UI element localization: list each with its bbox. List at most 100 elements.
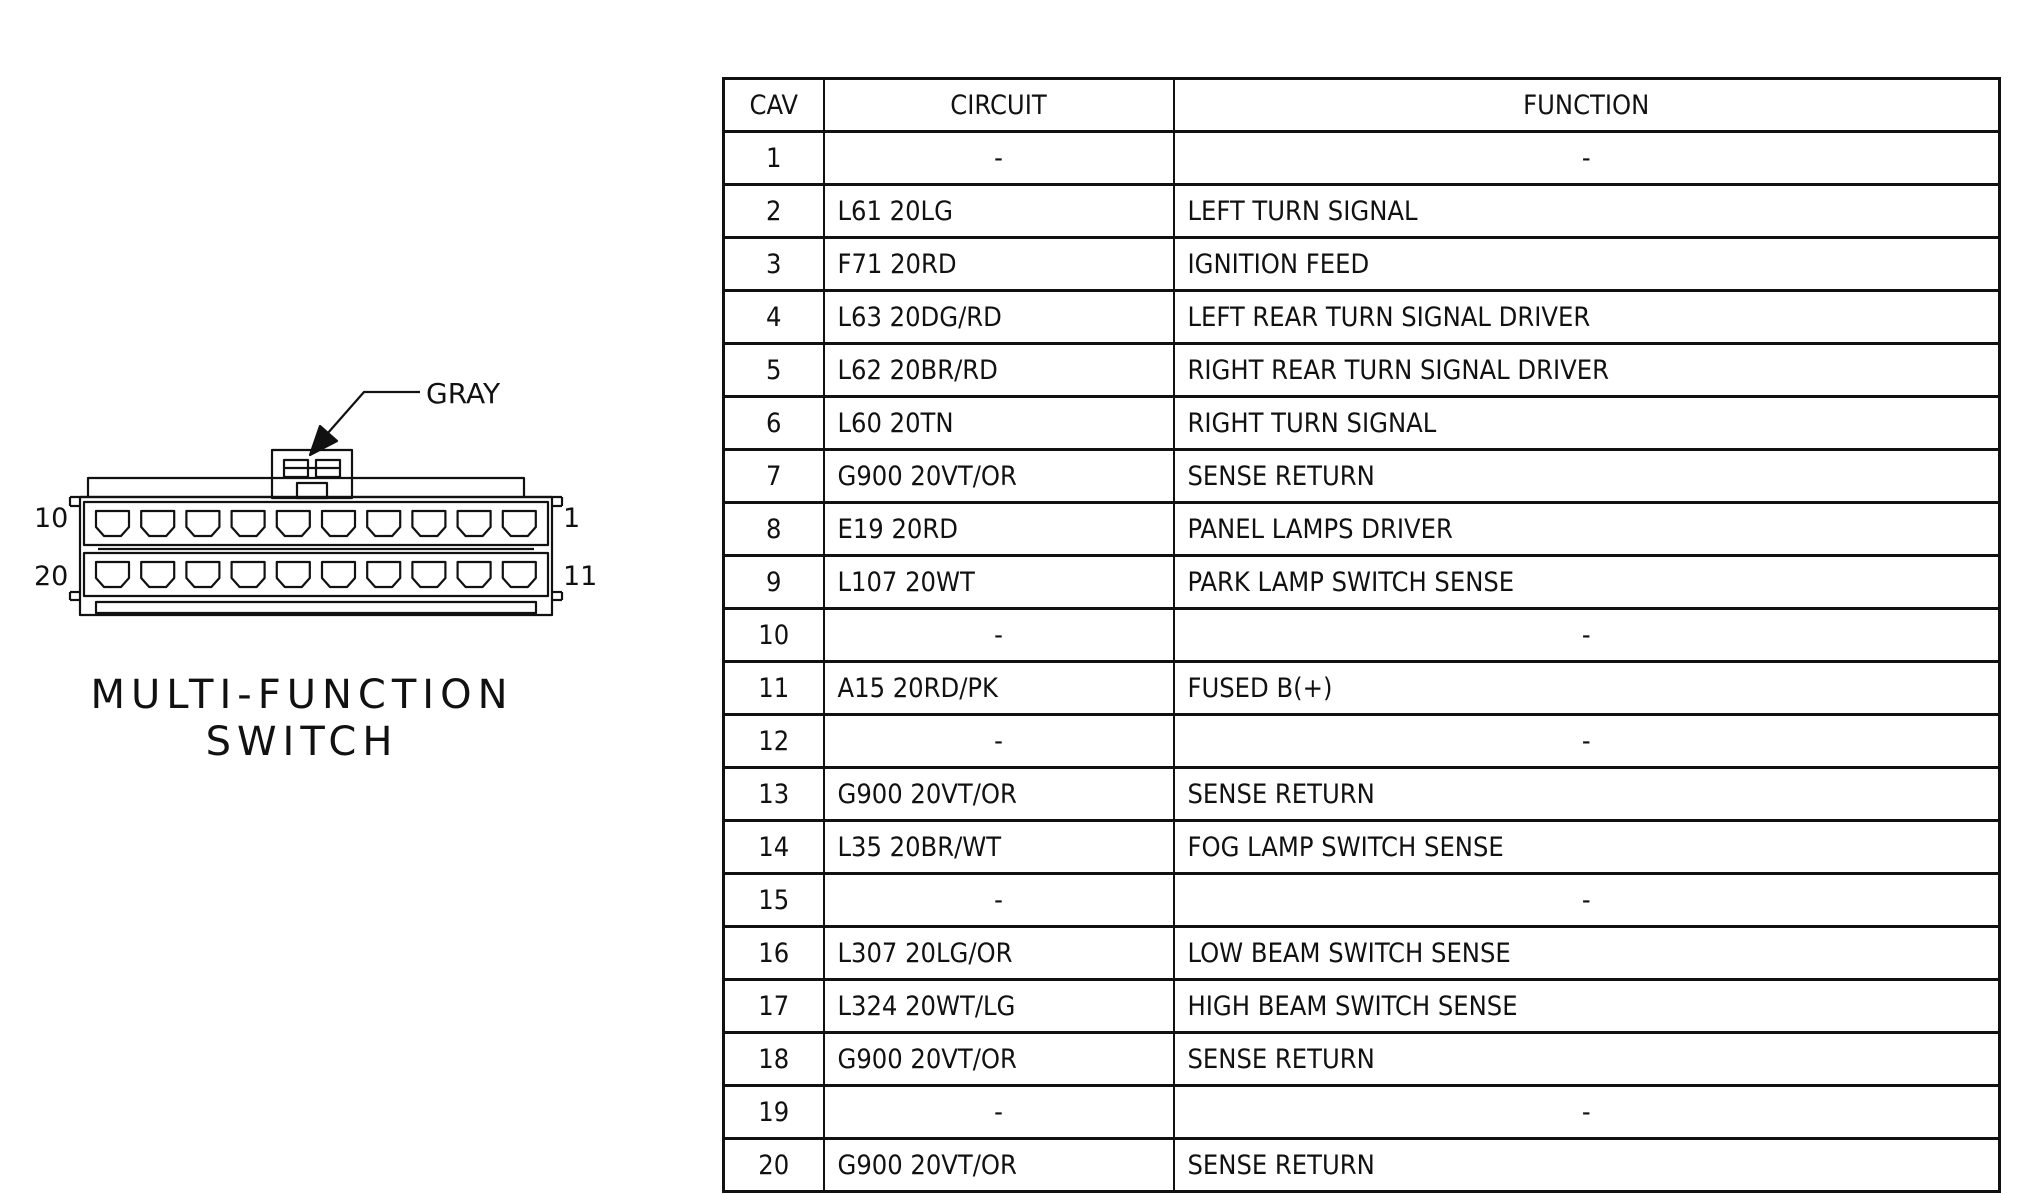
pin-socket-1: [501, 509, 537, 538]
cell-cav: 8: [722, 501, 825, 557]
connector-title-line1: MULTI-FUNCTION: [90, 672, 513, 718]
pin-socket-16: [275, 560, 311, 589]
cell-circuit: L307 20LG/OR: [822, 925, 1175, 981]
pin-socket-3: [411, 509, 447, 538]
cell-circuit: -: [822, 1084, 1175, 1140]
header-cav: CAV: [722, 77, 825, 133]
table-row: 19--: [722, 1084, 2001, 1140]
header-circuit: CIRCUIT: [822, 77, 1175, 133]
cell-cav: 5: [722, 342, 825, 398]
cell-cav: 19: [722, 1084, 825, 1140]
leader-line: [319, 390, 420, 443]
cell-function: LOW BEAM SWITCH SENSE: [1172, 925, 2001, 981]
pin-socket-10: [94, 509, 131, 538]
connector-title-line2: SWITCH: [206, 719, 399, 765]
pin-label-top-right: 1: [563, 503, 580, 534]
cell-function: PARK LAMP SWITCH SENSE: [1172, 554, 2001, 610]
pin-socket-11: [501, 560, 537, 589]
connector-diagram: GRAY 10 1 20 11 MULTI-FUNCTION SWITCH: [34, 377, 597, 765]
cell-cav: 18: [722, 1031, 825, 1087]
lock-tab: [270, 448, 354, 500]
cell-cav: 9: [722, 554, 825, 610]
cell-circuit: L324 20WT/LG: [822, 978, 1175, 1034]
cell-function: FUSED B(+): [1172, 660, 2001, 716]
pin-label-bottom-right: 11: [563, 561, 597, 592]
pin-socket-2: [456, 509, 492, 538]
cell-function: -: [1172, 713, 2001, 769]
pin-socket-7: [230, 509, 266, 538]
cell-function: RIGHT TURN SIGNAL: [1172, 395, 2001, 451]
table-row: 1--: [722, 130, 2001, 186]
cell-circuit: -: [822, 607, 1175, 663]
pin-label-top-left: 10: [34, 503, 68, 534]
cell-cav: 10: [722, 607, 825, 663]
connector-body: [68, 476, 564, 617]
pin-socket-17: [230, 560, 266, 589]
cell-cav: 13: [722, 766, 825, 822]
cell-circuit: L60 20TN: [822, 395, 1175, 451]
cell-cav: 6: [722, 395, 825, 451]
cell-circuit: L62 20BR/RD: [822, 342, 1175, 398]
cell-function: PANEL LAMPS DRIVER: [1172, 501, 2001, 557]
header-function: FUNCTION: [1172, 77, 2001, 133]
cell-circuit: -: [822, 872, 1175, 928]
pin-socket-14: [366, 560, 402, 589]
cell-circuit: L107 20WT: [822, 554, 1175, 610]
pin-socket-9: [140, 509, 176, 538]
cell-circuit: L61 20LG: [822, 183, 1175, 239]
cell-circuit: L35 20BR/WT: [822, 819, 1175, 875]
cell-function: -: [1172, 872, 2001, 928]
cell-circuit: F71 20RD: [822, 236, 1175, 292]
cell-circuit: E19 20RD: [822, 501, 1175, 557]
wire-color-label: GRAY: [426, 377, 501, 410]
pin-socket-18: [185, 560, 221, 589]
cell-circuit: -: [822, 713, 1175, 769]
cell-cav: 7: [722, 448, 825, 504]
pin-socket-15: [320, 560, 357, 589]
cell-cav: 1: [722, 130, 825, 186]
cell-circuit: L63 20DG/RD: [822, 289, 1175, 345]
cell-cav: 2: [722, 183, 825, 239]
pin-socket-20: [94, 560, 131, 589]
pin-socket-12: [456, 560, 492, 589]
pin-socket-5: [320, 509, 357, 538]
table-row: 12--: [722, 713, 2001, 769]
cell-cav: 16: [722, 925, 825, 981]
cell-circuit: G900 20VT/OR: [822, 1137, 1175, 1193]
cell-circuit: -: [822, 130, 1175, 186]
cell-cav: 20: [722, 1137, 825, 1193]
cell-function: -: [1172, 130, 2001, 186]
cell-cav: 11: [722, 660, 825, 716]
cell-function: HIGH BEAM SWITCH SENSE: [1172, 978, 2001, 1034]
pin-socket-8: [185, 509, 221, 538]
cell-cav: 12: [722, 713, 825, 769]
table-header-row: CAV CIRCUIT FUNCTION: [722, 77, 2001, 133]
pin-row-top: [94, 509, 537, 538]
cell-function: -: [1172, 607, 2001, 663]
cell-function: FOG LAMP SWITCH SENSE: [1172, 819, 2001, 875]
cell-cav: 15: [722, 872, 825, 928]
cell-cav: 14: [722, 819, 825, 875]
cell-circuit: A15 20RD/PK: [822, 660, 1175, 716]
cell-function: LEFT TURN SIGNAL: [1172, 183, 2001, 239]
cell-function: SENSE RETURN: [1172, 766, 2001, 822]
leader-arrow-icon: [308, 424, 339, 457]
cell-function: -: [1172, 1084, 2001, 1140]
cell-circuit: G900 20VT/OR: [822, 766, 1175, 822]
pin-socket-4: [366, 509, 402, 538]
cell-cav: 17: [722, 978, 825, 1034]
